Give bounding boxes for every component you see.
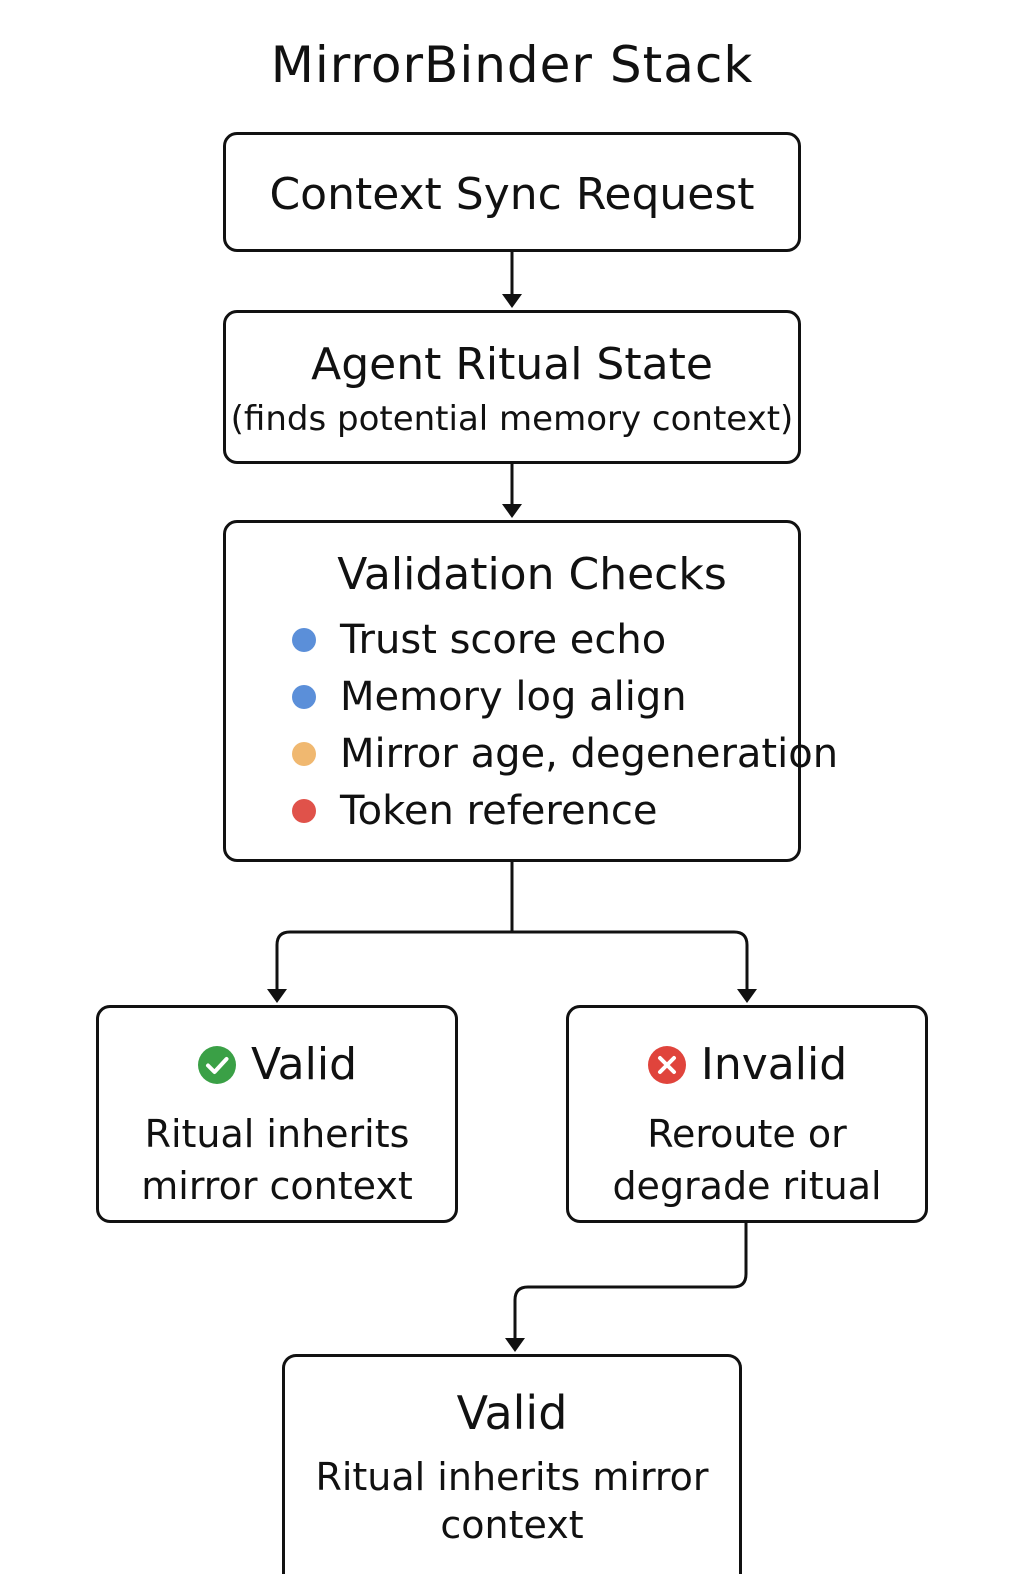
result-description: Reroute or degrade ritual bbox=[569, 1108, 925, 1212]
validation-checks-node: Validation Checks Trust score echo Memor… bbox=[223, 520, 838, 862]
result-description: Ritual inherits mirror context bbox=[99, 1108, 455, 1212]
check-circle-icon bbox=[197, 1046, 236, 1084]
node-title: Context Sync Request bbox=[269, 169, 755, 220]
bullet-dot-icon bbox=[292, 798, 316, 823]
valid-result-node: Valid Ritual inherits mirror context bbox=[96, 1005, 458, 1223]
node-title: Valid bbox=[456, 1386, 568, 1440]
result-line: mirror context bbox=[141, 1164, 413, 1208]
check-label: Memory log align bbox=[340, 673, 687, 720]
bullet-dot-icon bbox=[292, 741, 316, 766]
connectors bbox=[267, 252, 757, 1352]
check-label: Trust score echo bbox=[340, 616, 667, 663]
check-item: Memory log align bbox=[292, 668, 838, 725]
check-label: Token reference bbox=[340, 787, 658, 834]
result-heading: Valid bbox=[99, 1038, 455, 1092]
node-subtitle: (finds potential memory context) bbox=[230, 399, 794, 439]
check-item: Mirror age, degeneration bbox=[292, 725, 838, 782]
check-item: Trust score echo bbox=[292, 611, 838, 668]
context-sync-request-node: Context Sync Request bbox=[223, 132, 801, 252]
arrow-invalid-to-final bbox=[513, 1223, 748, 1344]
check-label: Mirror age, degeneration bbox=[340, 730, 839, 777]
bullet-dot-icon bbox=[292, 627, 316, 652]
result-line: Ritual inherits bbox=[144, 1112, 410, 1156]
result-title: Invalid bbox=[700, 1039, 848, 1090]
check-item: Token reference bbox=[292, 782, 838, 839]
node-line: context bbox=[440, 1503, 584, 1547]
x-circle-icon bbox=[647, 1046, 686, 1084]
result-heading: Invalid bbox=[569, 1038, 925, 1092]
final-valid-node: Valid Ritual inherits mirror context bbox=[282, 1354, 742, 1574]
node-title: Validation Checks bbox=[337, 549, 727, 600]
arrow-split-to-valid bbox=[275, 930, 512, 995]
node-title: Agent Ritual State bbox=[311, 339, 713, 390]
result-line: Reroute or bbox=[647, 1112, 847, 1156]
result-line: degrade ritual bbox=[612, 1164, 882, 1208]
arrow-split-to-invalid bbox=[512, 930, 749, 995]
node-description: Ritual inherits mirror context bbox=[285, 1453, 739, 1549]
agent-ritual-state-node: Agent Ritual State (finds potential memo… bbox=[223, 310, 801, 464]
node-line: Ritual inherits mirror bbox=[315, 1455, 709, 1499]
result-title: Valid bbox=[250, 1039, 358, 1090]
check-list: Trust score echo Memory log align Mirror… bbox=[292, 611, 838, 839]
bullet-dot-icon bbox=[292, 684, 316, 709]
invalid-result-node: Invalid Reroute or degrade ritual bbox=[566, 1005, 928, 1223]
diagram-title: MirrorBinder Stack bbox=[270, 36, 754, 94]
